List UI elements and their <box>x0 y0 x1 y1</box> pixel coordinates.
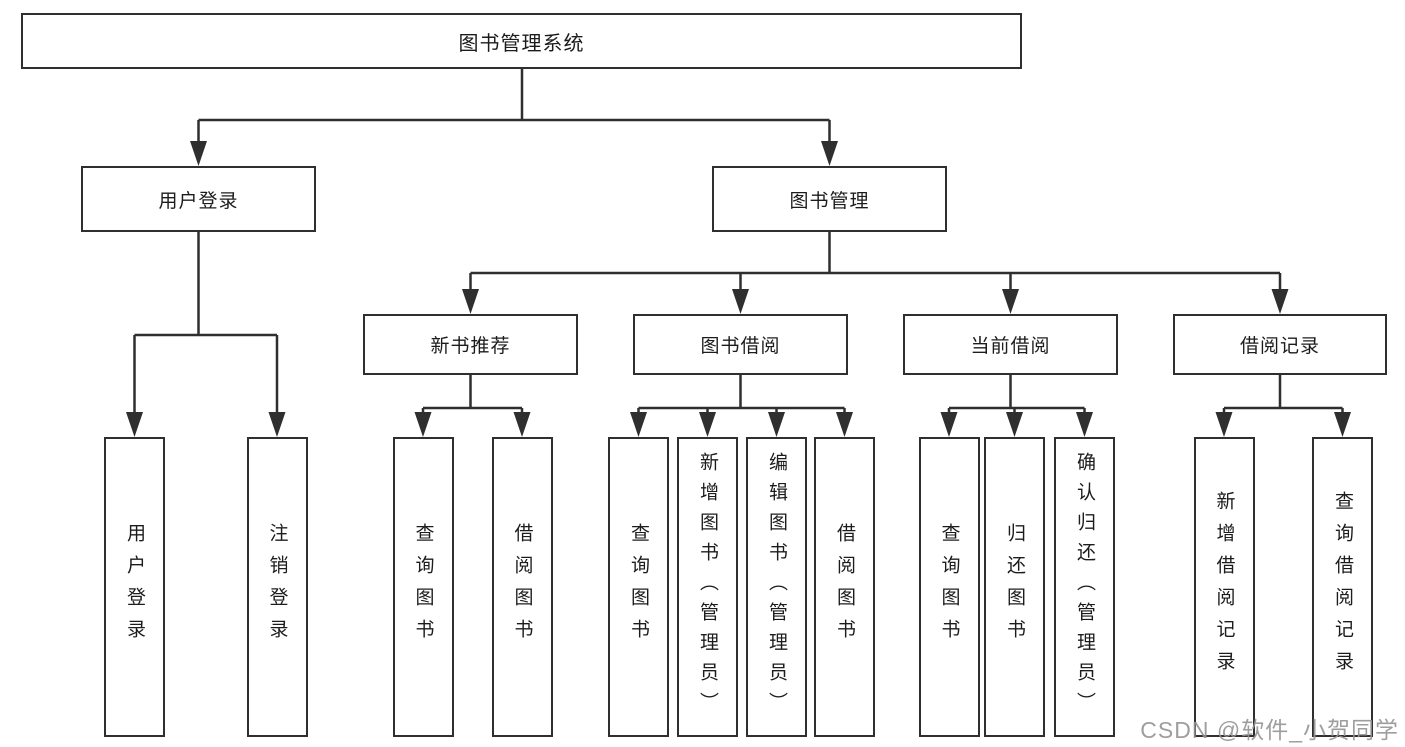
node-user-login: 用户登录 <box>81 166 316 232</box>
edge-login-children <box>126 232 286 437</box>
node-current-borrowing: 当前借阅 <box>903 314 1118 375</box>
edge-root-to-level2 <box>190 69 838 166</box>
node-borrowing-records-label: 借阅记录 <box>1239 336 1320 357</box>
node-leaf-borrow-query-books-label: 查询图书 <box>628 523 649 651</box>
node-new-book-recommend-label: 新书推荐 <box>430 336 511 357</box>
node-root-label: 图书管理系统 <box>458 32 585 55</box>
node-leaf-edit-books-admin: 编辑图书（管理员） <box>746 437 807 737</box>
node-leaf-logout-label: 注销登录 <box>266 523 288 651</box>
node-leaf-add-borrow-record: 新增借阅记录 <box>1193 437 1255 737</box>
node-leaf-query-borrow-record: 查询借阅记录 <box>1312 437 1373 737</box>
node-leaf-newbook-borrow-books: 借阅图书 <box>491 437 553 737</box>
node-root: 图书管理系统 <box>21 13 1022 69</box>
node-leaf-user-login: 用户登录 <box>104 437 165 737</box>
node-leaf-edit-books-admin-label: 编辑图书（管理员） <box>766 452 787 722</box>
node-leaf-borrow-books: 借阅图书 <box>814 437 875 737</box>
node-leaf-logout: 注销登录 <box>246 437 308 737</box>
node-book-borrowing: 图书借阅 <box>633 314 848 375</box>
node-leaf-query-borrow-record-label: 查询借阅记录 <box>1332 491 1353 683</box>
csdn-watermark: CSDN @软件_小贺同学 <box>1140 717 1399 743</box>
edge-current-children <box>940 375 1093 437</box>
node-leaf-current-query-books: 查询图书 <box>918 437 980 737</box>
node-new-book-recommend: 新书推荐 <box>363 314 578 375</box>
node-leaf-confirm-return-admin: 确认归还（管理员） <box>1054 437 1115 737</box>
node-leaf-return-books: 归还图书 <box>984 437 1045 737</box>
node-leaf-user-login-label: 用户登录 <box>124 523 145 651</box>
node-leaf-newbook-borrow-books-label: 借阅图书 <box>511 523 533 651</box>
edge-records-children <box>1215 375 1351 437</box>
node-user-login-label: 用户登录 <box>158 190 239 212</box>
edge-newbook-children <box>414 375 531 437</box>
node-leaf-add-books-admin-label: 新增图书（管理员） <box>697 452 718 722</box>
node-book-management-label: 图书管理 <box>789 190 870 212</box>
node-leaf-newbook-query-books: 查询图书 <box>392 437 454 737</box>
node-book-borrowing-label: 图书借阅 <box>700 336 781 357</box>
edge-mgmt-children <box>462 232 1289 314</box>
node-leaf-return-books-label: 归还图书 <box>1004 523 1025 651</box>
edge-borrow-children <box>630 375 853 437</box>
node-leaf-current-query-books-label: 查询图书 <box>938 523 960 651</box>
node-book-management: 图书管理 <box>712 166 947 232</box>
node-leaf-newbook-query-books-label: 查询图书 <box>412 523 434 651</box>
node-current-borrowing-label: 当前借阅 <box>970 336 1051 357</box>
node-leaf-add-books-admin: 新增图书（管理员） <box>677 437 738 737</box>
node-leaf-borrow-query-books: 查询图书 <box>608 437 669 737</box>
node-leaf-confirm-return-admin-label: 确认归还（管理员） <box>1074 452 1095 722</box>
node-leaf-add-borrow-record-label: 新增借阅记录 <box>1213 491 1235 683</box>
node-borrowing-records: 借阅记录 <box>1173 314 1387 375</box>
node-leaf-borrow-books-label: 借阅图书 <box>834 523 855 651</box>
